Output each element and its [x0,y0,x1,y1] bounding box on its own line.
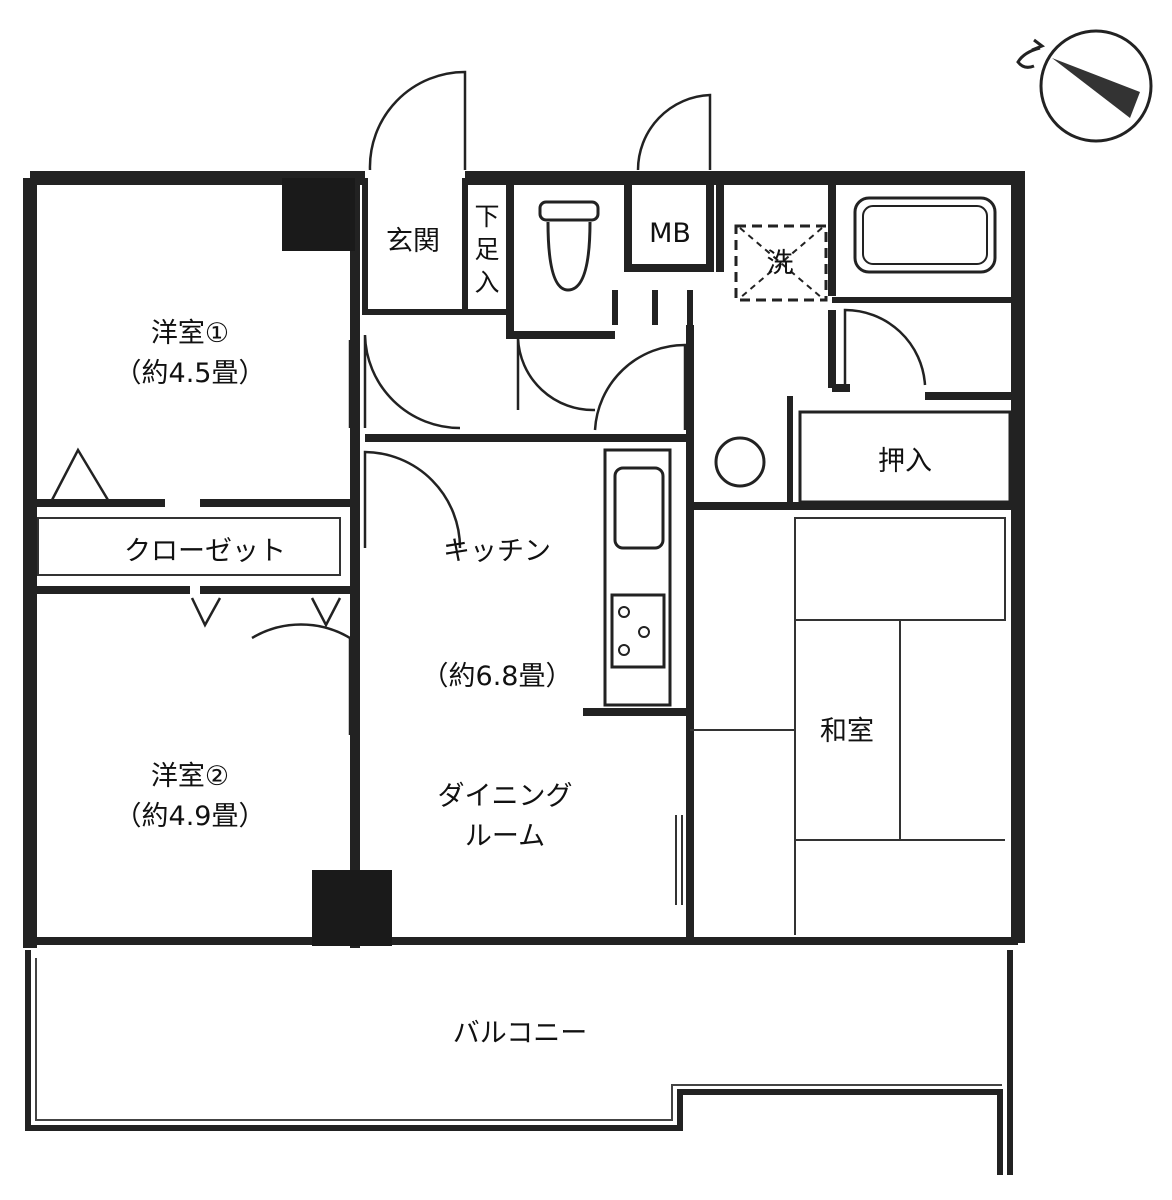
washer-label: 洗 [767,248,794,279]
doors [50,70,927,905]
washbasin [714,436,766,488]
bedroom2-size: （約4.9畳） [115,801,266,832]
dining-label-1: ダイニング [438,781,573,812]
bathtub-inner [862,205,988,265]
interior-walls [30,178,1018,948]
column-bottom [312,870,392,946]
meter-box-label: MB [649,218,691,249]
stove [610,593,666,669]
kitchen-label: キッチン [443,536,551,567]
closet-label: クローゼット [124,536,286,567]
washitsu-label: 和室 [820,716,874,747]
bedroom1-size: （約4.5畳） [115,358,266,389]
fixtures [538,196,1012,707]
washer-pan [734,224,828,302]
toilet-bowl [546,221,592,292]
oshiire-box [798,410,1012,504]
toilet-tank [538,200,600,222]
balcony-label: バルコニー [453,1018,587,1049]
bedroom2-name: 洋室② [151,761,229,792]
north-arrow-icon [1016,29,1153,143]
oshiire-label: 押入 [878,446,932,477]
kitchen-counter [603,448,672,707]
column-top-left [282,178,355,251]
shoe-storage-3: 入 [474,268,499,297]
dining-label-2: ルーム [465,821,545,852]
sink [613,466,665,550]
entrance-label: 玄関 [386,226,440,257]
shoe-storage-1: 下 [474,202,499,231]
shoe-storage-2: 足 [474,235,499,264]
balcony-outline [25,950,1013,1175]
bedroom1-name: 洋室① [151,318,229,349]
ldk-size: （約6.8畳） [422,661,573,692]
bathtub [853,196,997,274]
